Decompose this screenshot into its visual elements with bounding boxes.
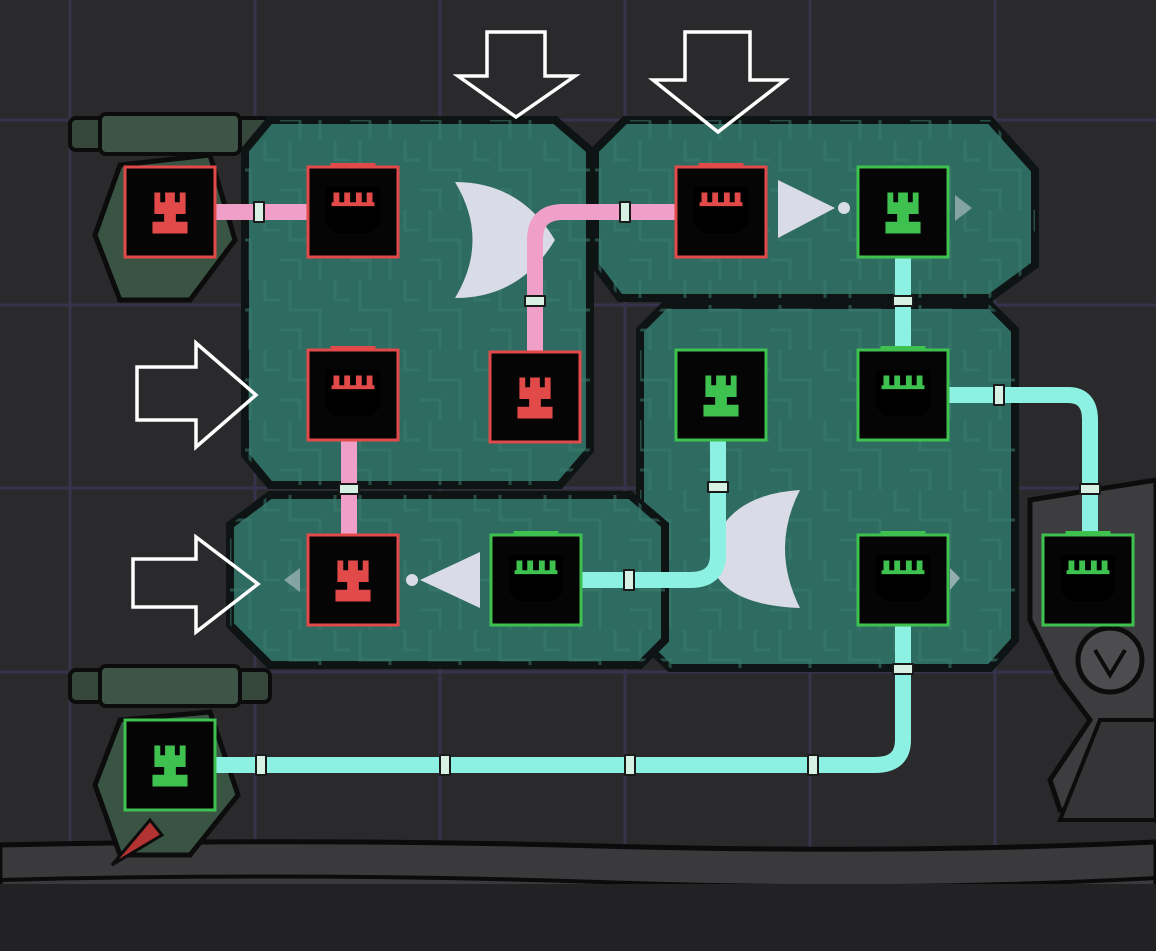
- tower-pin-icon: [703, 375, 739, 417]
- tower-pin-icon: [152, 192, 188, 234]
- tower-pin-icon: [152, 745, 188, 787]
- sensor-top-output-port[interactable]: [123, 165, 217, 259]
- or-output-port[interactable]: [488, 350, 582, 444]
- hint-arrow-right-1: [135, 339, 259, 451]
- and-gate-icon: [710, 490, 800, 608]
- socket-icon: [325, 369, 381, 417]
- socket-icon: [693, 186, 749, 234]
- wire-on: [207, 250, 1098, 773]
- and-input-bottom-port[interactable]: [856, 531, 950, 627]
- socket-icon: [875, 369, 931, 417]
- tower-pin-icon: [335, 560, 371, 602]
- not-bottom-output-port[interactable]: [306, 533, 400, 627]
- or-input-top-port[interactable]: [306, 163, 400, 259]
- socket-icon: [325, 186, 381, 234]
- hint-arrow-down-2: [648, 30, 791, 135]
- hint-arrow-down-1: [452, 30, 581, 120]
- and-input-top-port[interactable]: [856, 346, 950, 442]
- not-gate-icon-bottom: [420, 552, 480, 608]
- not-gate-dot-bottom: [406, 574, 418, 586]
- not-top-output-port[interactable]: [856, 165, 950, 259]
- ports-layer: [123, 163, 1135, 812]
- socket-icon: [508, 554, 564, 602]
- not-gate-dot-top: [838, 202, 850, 214]
- floor: [0, 839, 1156, 951]
- not-top-input-port[interactable]: [674, 163, 768, 259]
- socket-icon: [875, 554, 931, 602]
- not-gate-icon-top: [778, 180, 835, 238]
- tower-pin-icon: [517, 377, 553, 419]
- not-bottom-input-port[interactable]: [489, 531, 583, 627]
- actuator-input-port[interactable]: [1041, 531, 1135, 627]
- or-input-left-port[interactable]: [306, 346, 400, 442]
- tower-pin-icon: [885, 192, 921, 234]
- hint-arrows: [131, 30, 791, 636]
- sensor-bottom-output-port[interactable]: [123, 718, 217, 812]
- hint-arrow-right-2: [131, 533, 261, 636]
- pipe-collars: [253, 201, 1101, 776]
- socket-icon: [1060, 554, 1116, 602]
- and-output-port[interactable]: [674, 348, 768, 442]
